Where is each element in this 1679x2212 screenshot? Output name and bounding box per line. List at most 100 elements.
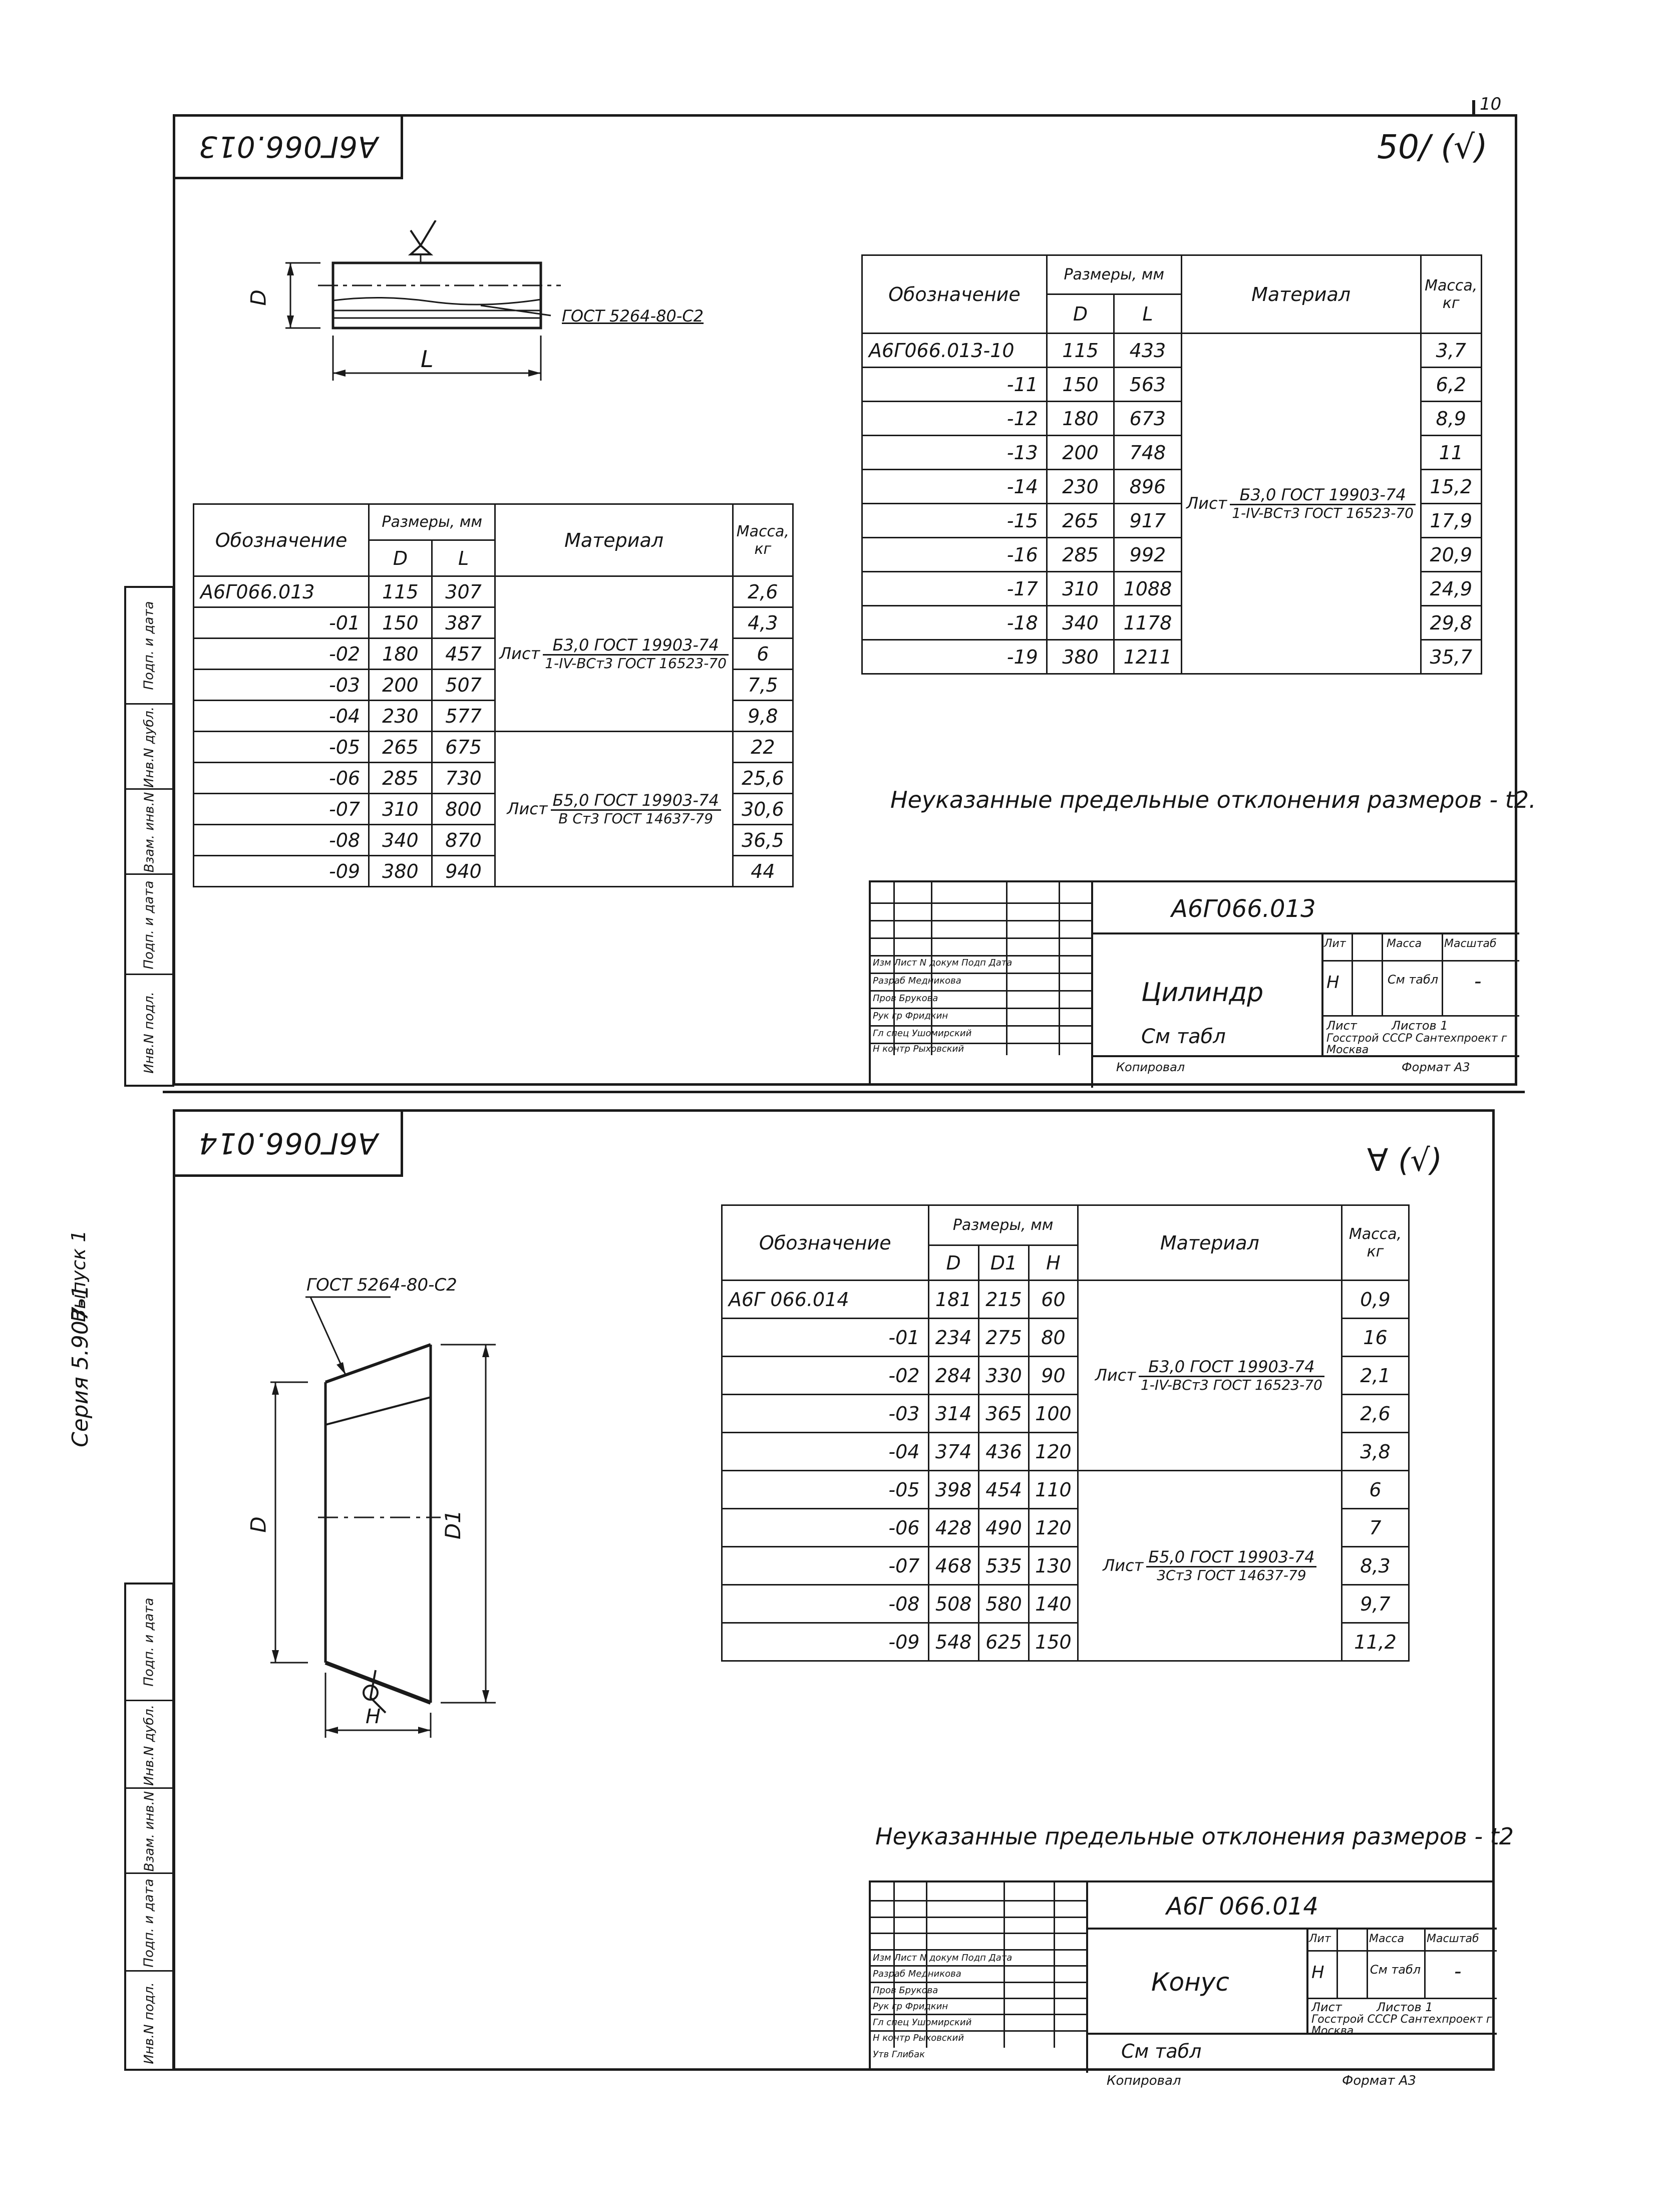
cell-mass: 2,6: [732, 575, 794, 608]
cell-mass: 44: [732, 855, 794, 887]
cell-d: 234: [927, 1318, 979, 1357]
cell-d: 380: [368, 855, 433, 887]
cell-mass: 30,6: [732, 793, 794, 825]
title-name: Цилиндр: [1141, 978, 1264, 1008]
sidebar-cell: Инв.N подл.: [126, 1970, 172, 2074]
cell-d: 340: [368, 824, 433, 856]
cell-mass: 8,9: [1420, 401, 1482, 436]
cell-designation: -04: [192, 700, 370, 732]
cell-d: 150: [1046, 367, 1115, 402]
cell-designation: -18: [861, 605, 1048, 641]
sig-row: Изм Лист N докум Подп Дата: [873, 958, 1013, 968]
cell-designation: -03: [192, 669, 370, 701]
cell-designation: А6Г066.013-10: [861, 333, 1048, 368]
cell-l: 1178: [1113, 605, 1182, 641]
cell-designation: -12: [861, 401, 1048, 436]
cell-mass: 6: [732, 638, 794, 670]
cell-designation: -06: [192, 762, 370, 794]
sheet2-stamp: А6Г066.014: [173, 1109, 403, 1177]
cell-d: 468: [927, 1546, 979, 1586]
cell-designation: А6Г 066.014: [721, 1280, 929, 1319]
cell-d1: 330: [977, 1356, 1030, 1395]
sheet2-title-block: Изм Лист N докум Подп Дата Разраб Медник…: [869, 1880, 1497, 2073]
lit-value: Н: [1311, 1963, 1324, 1983]
cell-d: 310: [368, 793, 433, 825]
sidebar-cell: Инв.N подл.: [126, 974, 172, 1090]
sig-row: Пров Брукова: [873, 1985, 938, 1996]
cell-l: 387: [431, 606, 496, 639]
cell-h: 120: [1028, 1508, 1079, 1547]
org-name: Госстрой СССР Сантехпроект г Москва: [1311, 2013, 1492, 2038]
cell-l: 457: [431, 638, 496, 670]
dim-label-h: H: [366, 1705, 381, 1728]
sidebar-cell: Подп. и дата: [126, 1872, 172, 1972]
cell-designation: -09: [721, 1622, 929, 1662]
cell-d: 200: [1046, 435, 1115, 470]
cell-d: 180: [368, 638, 433, 670]
issue-label: Выпуск 1: [68, 1230, 90, 1322]
sidebar-cell: Подп. и дата: [126, 873, 172, 975]
cell-designation: -19: [861, 639, 1048, 675]
sig-row: Н контр Рыховский: [873, 2033, 964, 2043]
dim-label-l: L: [421, 346, 434, 373]
cell-designation: -07: [192, 793, 370, 825]
sheet1-roughness-symbol: 50/ (√): [1377, 128, 1488, 166]
sig-row: Рук гр Фридкин: [873, 1011, 948, 1021]
cell-d: 285: [368, 762, 433, 794]
header-designation: Обозначение: [861, 254, 1048, 334]
cell-mass: 6,2: [1420, 367, 1482, 402]
header-material: Материал: [1180, 254, 1422, 334]
sheet1-table-left: Обозначение Размеры, мм Материал Масса, …: [192, 503, 794, 887]
header-sizes: Размеры, мм: [1046, 254, 1182, 295]
header-designation: Обозначение: [192, 503, 370, 577]
header-mass: Масса, кг: [732, 503, 794, 577]
cell-mass: 15,2: [1420, 469, 1482, 504]
cell-designation: -05: [192, 731, 370, 763]
cell-l: 1211: [1113, 639, 1182, 675]
cell-mass: 3,8: [1340, 1432, 1410, 1471]
sheet2-roughness-symbol: ∀ (√): [1367, 1142, 1443, 1178]
cell-designation: -02: [721, 1356, 929, 1395]
cell-l: 577: [431, 700, 496, 732]
scale-label: Масштаб: [1427, 1933, 1479, 1945]
header-l: L: [1113, 293, 1182, 334]
header-material: Материал: [494, 503, 734, 577]
cell-l: 870: [431, 824, 496, 856]
cell-l: 307: [431, 575, 496, 608]
cell-l: 896: [1113, 469, 1182, 504]
mass-label: Масса: [1387, 937, 1422, 950]
cell-designation: -04: [721, 1432, 929, 1471]
cone-weld-gost-label: ГОСТ 5264-80-С2: [306, 1275, 457, 1295]
weld-gost-label: ГОСТ 5264-80-С2: [562, 306, 704, 326]
dim-label-d: D: [246, 289, 271, 306]
cell-designation: -02: [192, 638, 370, 670]
sig-row: Н контр Рыховский: [873, 1044, 964, 1054]
cell-d: 180: [1046, 401, 1115, 436]
sig-row: Разраб Медникова: [873, 1969, 961, 1979]
sig-row: Утв Глибак: [873, 2049, 925, 2060]
cell-designation: -09: [192, 855, 370, 887]
cell-d: 181: [927, 1280, 979, 1319]
cell-l: 800: [431, 793, 496, 825]
cell-mass: 7: [1340, 1508, 1410, 1547]
cell-d: 340: [1046, 605, 1115, 641]
cell-l: 730: [431, 762, 496, 794]
cell-mass: 2,6: [1340, 1394, 1410, 1433]
cell-h: 60: [1028, 1280, 1079, 1319]
cell-mass: 20,9: [1420, 537, 1482, 572]
mass-value: См табл: [1370, 1963, 1421, 1977]
